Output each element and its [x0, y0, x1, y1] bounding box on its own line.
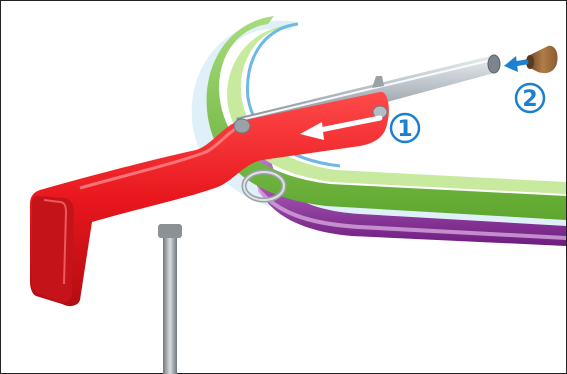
- step-1-badge: 1: [391, 114, 419, 142]
- stand-pole: [163, 232, 177, 374]
- step-2-badge: 2: [516, 84, 544, 112]
- stand-collar: [158, 224, 182, 238]
- barrel-muzzle: [488, 55, 500, 73]
- cork: [526, 46, 558, 73]
- insert-cork-arrow: [504, 56, 526, 72]
- receiver-knob: [234, 119, 250, 133]
- stand: [158, 224, 182, 374]
- front-sight: [372, 76, 384, 88]
- step-2-number: 2: [522, 87, 537, 112]
- gun-butt: [32, 196, 74, 303]
- step-1-number: 1: [397, 117, 412, 142]
